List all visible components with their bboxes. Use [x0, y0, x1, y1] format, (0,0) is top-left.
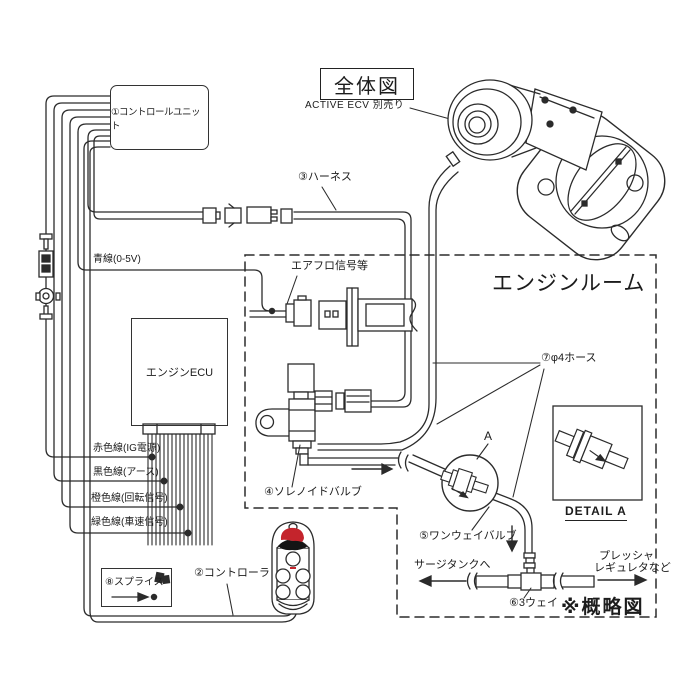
pressure-regulator-label-2: レギュレタなど — [594, 562, 671, 574]
engine-room-boundary — [244, 254, 657, 618]
splice-legend-box: ⑧スプライス — [101, 568, 172, 607]
schematic-note: ※概略図 — [561, 597, 645, 618]
ecv-valve-assembly — [445, 79, 666, 261]
hose-solenoid-to-tee — [307, 451, 533, 554]
blue-wire — [77, 123, 273, 312]
airflow-sensor — [249, 287, 418, 347]
inline-connector-chain — [35, 233, 61, 320]
ecu-connector — [142, 423, 216, 546]
solenoid-valve-label: ④ソレノイドバルブ — [264, 486, 362, 498]
leader-lines — [226, 107, 545, 616]
hose-ecv-to-solenoid — [317, 165, 459, 451]
overall-diagram-title-box: 全体図 — [320, 68, 414, 100]
hose-phi4-label: ⑦φ4ホース — [541, 352, 597, 364]
three-way-label: ⑥3ウェイ — [509, 597, 558, 609]
orange-wire-label: 橙色線(回転信号) — [91, 493, 168, 504]
detail-a-box — [552, 405, 643, 501]
solenoid-valve — [255, 363, 372, 466]
blue-wire-label: 青線(0-5V) — [93, 254, 141, 265]
engine-ecu-box: エンジンECU — [131, 318, 228, 426]
active-ecv-note: ACTIVE ECV 別売り — [305, 100, 405, 111]
red-wire-label: 赤色線(IG電源) — [93, 443, 161, 454]
black-wire-label: 黒色線(アース) — [93, 467, 159, 478]
engine-ecu-label: エンジンECU — [145, 367, 214, 379]
harness-connectors — [202, 203, 293, 228]
controller-logo-red — [280, 527, 304, 543]
controller-cable — [83, 140, 298, 623]
splice-label: ⑧スプライス — [105, 577, 164, 588]
control-unit-label: ①コントロールユニット — [111, 106, 201, 132]
control-unit-box: ①コントロールユニット — [110, 85, 209, 150]
engine-room-label: エンジンルーム — [492, 272, 646, 295]
pressure-regulator-label-1: プレッシャ — [599, 550, 654, 562]
splice-legend — [111, 571, 171, 602]
splice-dot — [268, 307, 276, 315]
controller-device — [271, 521, 315, 615]
controller-label: ②コントローラ — [194, 567, 270, 579]
detail-marker-a: A — [484, 429, 493, 443]
harness-label: ③ハーネス — [298, 171, 352, 183]
airflow-signal-label: エアフロ信号等 — [291, 260, 368, 272]
control-unit-wires — [45, 95, 273, 534]
overall-diagram-title: 全体図 — [334, 75, 400, 98]
green-wire-label: 緑色線(車速信号) — [91, 517, 168, 528]
surge-tank-label: サージタンクへ — [414, 559, 491, 571]
detail-a-label: DETAIL A — [565, 504, 627, 521]
one-way-valve-balloon — [440, 443, 499, 531]
one-way-valve-label: ⑤ワンウェイバルブ — [419, 530, 517, 542]
